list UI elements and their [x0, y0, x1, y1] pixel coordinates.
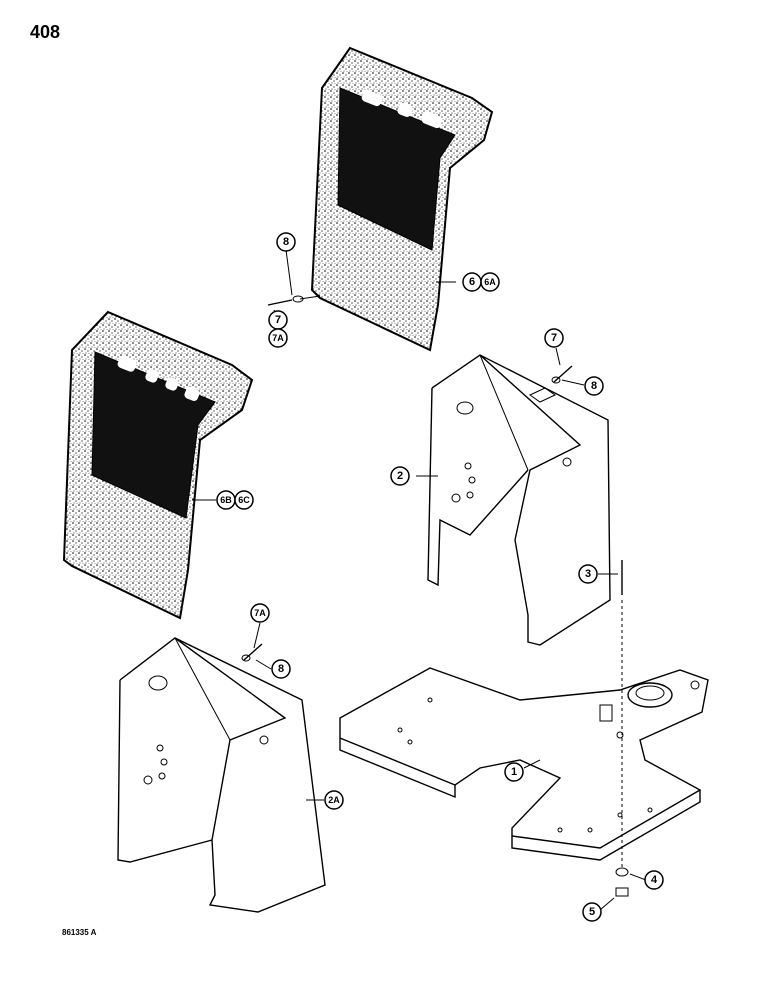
- svg-text:2: 2: [397, 470, 403, 482]
- svg-text:8: 8: [591, 380, 597, 392]
- svg-text:6C: 6C: [238, 495, 250, 505]
- callout-8-top: 8: [276, 232, 296, 252]
- hardware: [241, 295, 629, 897]
- base-plate: [339, 667, 709, 861]
- svg-text:8: 8: [283, 236, 289, 248]
- callout-7-right: 7: [544, 328, 564, 348]
- svg-text:6B: 6B: [220, 495, 232, 505]
- seat-support-left: [117, 637, 326, 913]
- callout-7-top: 7: [268, 310, 288, 330]
- svg-text:3: 3: [585, 568, 591, 580]
- svg-text:6A: 6A: [484, 277, 496, 287]
- page-number: 408: [30, 22, 61, 42]
- svg-text:7: 7: [551, 332, 557, 344]
- callout-3: 3: [578, 564, 598, 584]
- callout-1: 1: [504, 762, 524, 782]
- callout-2: 2: [390, 466, 410, 486]
- callout-2a: 2A: [324, 790, 344, 810]
- callout-8-right: 8: [584, 376, 604, 396]
- svg-text:6: 6: [469, 276, 475, 288]
- svg-text:7A: 7A: [272, 333, 284, 343]
- svg-text:7: 7: [275, 314, 281, 326]
- callout-7a-top: 7A: [268, 328, 288, 348]
- callout-8-lower: 8: [271, 659, 291, 679]
- svg-text:5: 5: [589, 906, 595, 918]
- callout-4: 4: [644, 870, 664, 890]
- callout-5: 5: [582, 902, 602, 922]
- callout-6b: 6B: [216, 490, 236, 510]
- callout-6: 6: [462, 272, 482, 292]
- svg-text:2A: 2A: [328, 795, 340, 805]
- seat-support-right: [427, 354, 611, 646]
- figure-code: 861335 A: [62, 928, 97, 937]
- svg-text:4: 4: [651, 874, 658, 886]
- seat-cushion-lower: [62, 310, 254, 620]
- svg-text:8: 8: [278, 663, 284, 675]
- callout-6c: 6C: [234, 490, 254, 510]
- seat-cushion-upper: [310, 46, 494, 352]
- callout-6a: 6A: [480, 272, 500, 292]
- svg-text:1: 1: [511, 766, 517, 778]
- leader-lines: [192, 249, 647, 911]
- svg-text:7A: 7A: [254, 608, 266, 618]
- callout-7a-lower: 7A: [250, 603, 270, 623]
